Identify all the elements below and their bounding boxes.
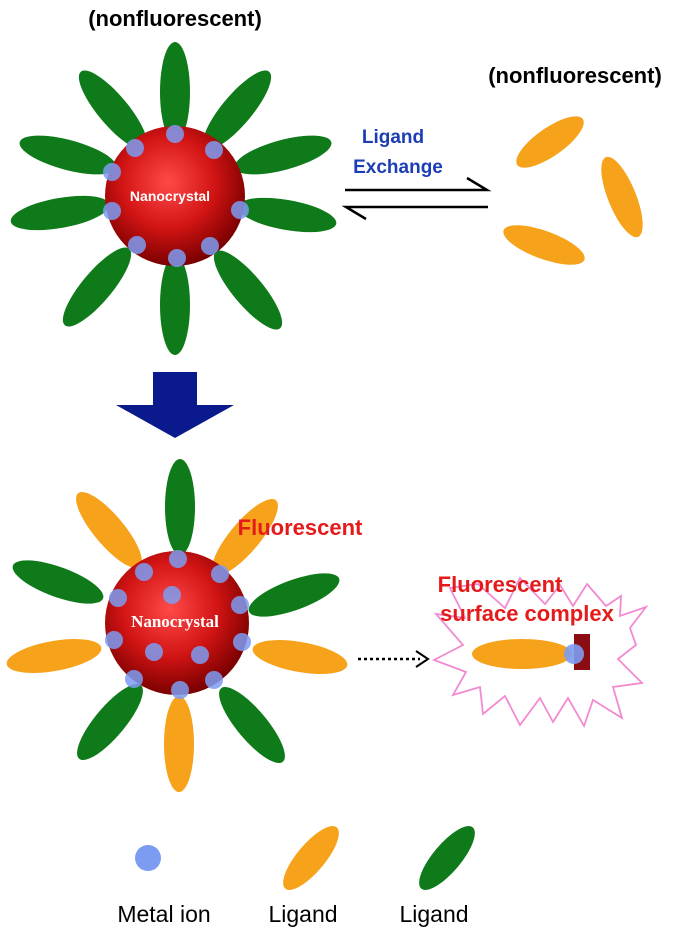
top-green-ligands bbox=[10, 42, 337, 355]
ligand-exchange-equilibrium: Ligand Exchange bbox=[341, 127, 492, 221]
metal-ion bbox=[564, 644, 584, 664]
orange-ligand bbox=[76, 491, 142, 569]
metal-ion bbox=[105, 631, 123, 649]
metal-ion bbox=[171, 681, 189, 699]
forward-harpoon-arrow bbox=[345, 176, 492, 192]
metal-ion bbox=[128, 236, 146, 254]
bottom-ligands bbox=[6, 459, 348, 792]
legend-orange-ligand-swatch bbox=[283, 826, 339, 890]
green-ligand bbox=[160, 255, 190, 355]
dotted-arrow-head bbox=[415, 650, 430, 668]
orange-ligand bbox=[252, 640, 348, 674]
orange-ligand bbox=[164, 696, 194, 792]
orange-ligand bbox=[212, 498, 278, 576]
green-ligand bbox=[202, 70, 272, 150]
complex-label-line1: Fluorescent bbox=[438, 572, 563, 597]
green-ligand bbox=[19, 135, 117, 175]
nanocrystal-label: Nanocrystal bbox=[131, 612, 219, 631]
green-ligand bbox=[213, 250, 283, 330]
metal-ion bbox=[163, 586, 181, 604]
metal-ion bbox=[103, 163, 121, 181]
metal-ion bbox=[125, 670, 143, 688]
top-left-state-label: (nonfluorescent) bbox=[88, 6, 262, 31]
bottom-nanocrystal-assembly: Nanocrystal bbox=[6, 459, 348, 792]
orange-ligand bbox=[503, 225, 585, 265]
reverse-harpoon-arrow bbox=[341, 205, 488, 221]
metal-ion bbox=[201, 237, 219, 255]
complex-label-line2: surface complex bbox=[440, 601, 614, 626]
exchange-label-line2: Exchange bbox=[353, 157, 443, 178]
green-ligand bbox=[160, 42, 190, 142]
metal-ion bbox=[135, 563, 153, 581]
metal-ion bbox=[109, 589, 127, 607]
orange-ligand bbox=[6, 639, 102, 673]
down-arrow bbox=[116, 372, 234, 438]
legend-label-metal-ion: Metal ion bbox=[117, 901, 210, 927]
nanocrystal-core bbox=[105, 126, 245, 266]
metal-ion bbox=[169, 550, 187, 568]
metal-ion bbox=[145, 643, 163, 661]
metal-ion bbox=[233, 633, 251, 651]
green-ligand bbox=[78, 70, 148, 150]
metal-ion bbox=[103, 202, 121, 220]
metal-ion bbox=[205, 141, 223, 159]
metal-ion bbox=[191, 646, 209, 664]
top-metal-ions bbox=[103, 125, 249, 267]
nanocrystal-label: Nanocrystal bbox=[130, 188, 210, 204]
green-ligand bbox=[10, 195, 110, 231]
metal-ion bbox=[166, 125, 184, 143]
orange-ligand bbox=[516, 116, 584, 168]
legend-metal-ion-swatch bbox=[135, 845, 161, 871]
green-ligand bbox=[234, 135, 332, 175]
green-ligand bbox=[248, 573, 340, 617]
legend-label-orange-ligand: Ligand bbox=[268, 901, 337, 927]
green-ligand bbox=[219, 686, 285, 764]
metal-ion bbox=[231, 596, 249, 614]
orange-ligand bbox=[472, 639, 572, 669]
nanocrystal-core bbox=[105, 551, 249, 695]
green-ligand bbox=[12, 560, 104, 604]
fluorescent-label: Fluorescent bbox=[238, 515, 363, 540]
bottom-metal-ions bbox=[105, 550, 251, 699]
legend-label-green-ligand: Ligand bbox=[399, 901, 468, 927]
green-ligand bbox=[62, 247, 132, 327]
metal-ion bbox=[211, 565, 229, 583]
top-right-state-label: (nonfluorescent) bbox=[488, 63, 662, 88]
free-orange-ligands bbox=[503, 116, 643, 265]
legend: Metal ion Ligand Ligand bbox=[117, 826, 475, 927]
metal-ion bbox=[205, 671, 223, 689]
legend-green-ligand-swatch bbox=[419, 826, 475, 890]
metal-ion bbox=[168, 249, 186, 267]
exchange-label-line1: Ligand bbox=[362, 127, 424, 148]
metal-ion bbox=[126, 139, 144, 157]
green-ligand bbox=[165, 459, 195, 555]
green-ligand bbox=[77, 683, 143, 761]
green-ligand bbox=[237, 197, 337, 233]
metal-ion bbox=[231, 201, 249, 219]
top-nanocrystal-assembly: Nanocrystal bbox=[10, 42, 337, 355]
orange-ligand bbox=[601, 156, 643, 238]
